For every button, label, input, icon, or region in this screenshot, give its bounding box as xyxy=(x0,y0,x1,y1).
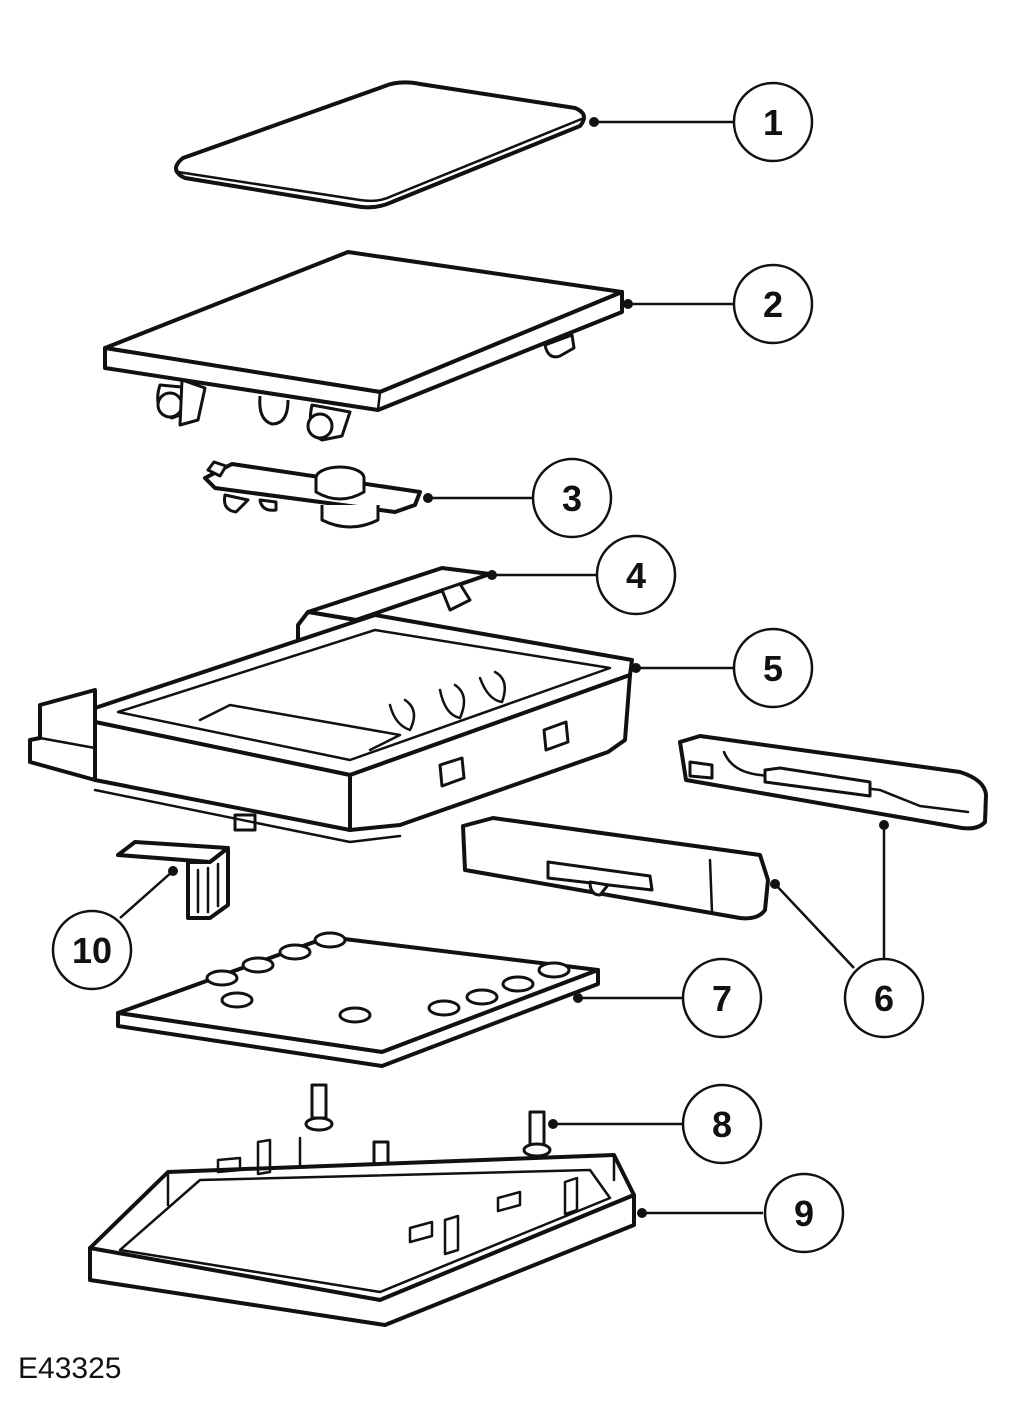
part-6-slide-rail-upper xyxy=(678,734,988,831)
callout-10: 10 xyxy=(51,909,133,991)
callout-3: 3 xyxy=(531,457,613,539)
callout-10-label: 10 xyxy=(72,930,112,971)
callout-8-label: 8 xyxy=(712,1104,732,1145)
callout-2: 2 xyxy=(732,263,814,345)
part-9-base-tray xyxy=(88,1136,636,1327)
callout-7: 7 xyxy=(681,957,763,1039)
figure-id: E43325 xyxy=(18,1352,121,1385)
part-6-slide-rail-lower xyxy=(461,816,770,921)
part-10-clip xyxy=(116,840,230,920)
callout-4: 4 xyxy=(595,534,677,616)
callout-3-label: 3 xyxy=(562,478,582,519)
callout-1: 1 xyxy=(732,81,814,163)
leader-lines xyxy=(119,117,889,1218)
callout-5: 5 xyxy=(732,627,814,709)
callout-9-label: 9 xyxy=(794,1193,814,1234)
part-2-cover-lid xyxy=(103,250,624,442)
callout-7-label: 7 xyxy=(712,978,732,1019)
part-5-main-housing xyxy=(28,613,634,844)
callout-8: 8 xyxy=(681,1083,763,1165)
callout-9: 9 xyxy=(763,1172,845,1254)
callout-1-label: 1 xyxy=(763,102,783,143)
part-1-cover-plate xyxy=(174,80,586,210)
part-3-switch-assembly xyxy=(203,460,422,529)
callout-6: 6 xyxy=(843,957,925,1039)
callout-2-label: 2 xyxy=(763,284,783,325)
part-7-circuit-board xyxy=(116,931,600,1068)
callout-6-label: 6 xyxy=(874,978,894,1019)
callout-5-label: 5 xyxy=(763,648,783,689)
callout-4-label: 4 xyxy=(626,555,646,596)
